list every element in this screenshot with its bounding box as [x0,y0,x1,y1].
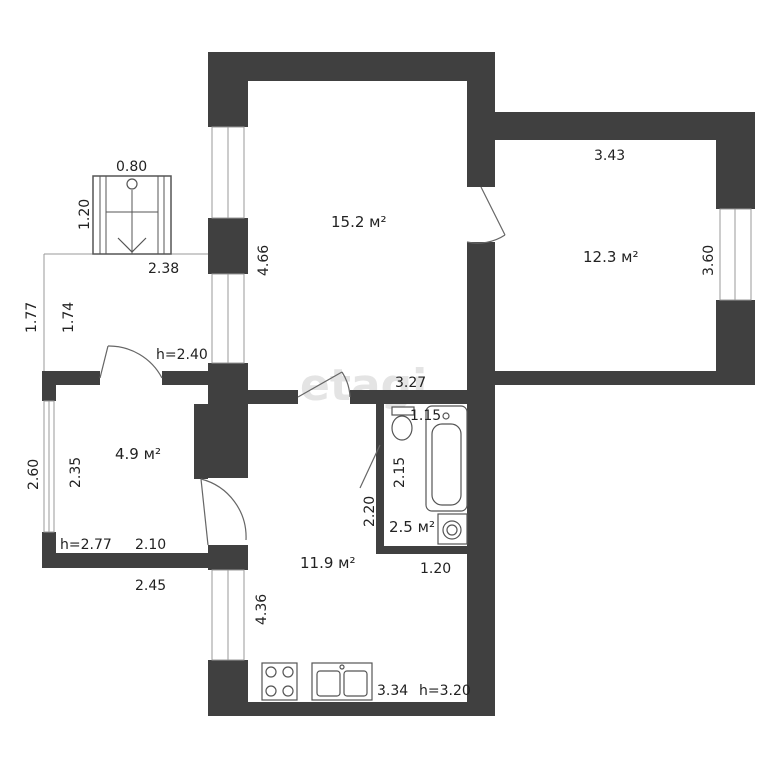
door-big-room [297,371,343,398]
dim-bath-height-inner: 2.15 [392,457,408,488]
dim-balcony-height-outer: 1.77 [24,302,40,333]
wall-big-left-1 [208,52,248,127]
door-right-room [480,186,506,236]
dim-lift-width: 0.80 [116,159,147,175]
toilet-tank [391,406,415,416]
dim-small-ceiling: h=2.77 [60,537,112,553]
walls [42,52,755,716]
wall-kitchen-bottom [208,702,495,716]
dim-bath-width-top: 1.15 [410,408,441,424]
area-right-room: 12.3 м² [583,248,639,266]
wall-bath-left [376,404,384,554]
wall-right-bottom [467,371,755,385]
kitchen-fixtures [261,662,373,701]
toilet-icon [391,415,413,441]
area-small-room: 4.9 м² [115,445,161,463]
wall-right-top [467,112,755,140]
dimension-labels: 3.27 4.66 3.43 3.60 2.60 2.35 2.10 2.45 … [24,148,717,699]
area-big-room: 15.2 м² [331,213,387,231]
wall-small-right [194,404,208,479]
wall-small-top-2 [162,371,248,385]
dim-right-height: 3.60 [701,245,717,276]
windows [43,126,752,661]
bath-tap [442,412,450,420]
wall-big-left-2 [208,218,248,274]
dim-bath-width-bottom: 1.20 [420,561,451,577]
dim-small-width-inner: 2.10 [135,537,166,553]
wall-small-bottom [42,553,248,568]
wall-right-right-1 [716,112,755,209]
wall-kitchen-left-1 [208,545,248,570]
wall-kitchen-right [467,390,495,716]
area-kitchen: 11.9 м² [300,554,356,572]
wall-right-right-2 [716,300,755,385]
dim-bath-height-left: 2.20 [362,496,378,527]
dim-small-height-inner: 2.35 [68,457,84,488]
wall-big-top [208,52,495,81]
bathtub-inner [431,423,462,506]
doors [99,186,506,546]
dim-big-height: 4.66 [256,245,272,276]
wall-mid-2 [350,390,495,404]
door-small-room [200,478,209,546]
dim-balcony-ceiling: h=2.40 [156,347,208,363]
wall-bath-bottom [376,546,471,554]
wall-small-top-1 [42,371,100,385]
wall-small-left-1 [42,371,56,401]
wall-mid-1 [208,390,298,404]
dim-lift-height: 1.20 [77,199,93,230]
dim-balcony-height-inner: 1.74 [61,302,77,333]
dim-kitchen-width: 3.34 [377,683,408,699]
dim-small-width-outer: 2.45 [135,578,166,594]
dim-right-width: 3.43 [594,148,625,164]
door-balcony [99,345,109,379]
dim-kitchen-ceiling: h=3.20 [419,683,471,699]
dim-balcony-width: 2.38 [148,261,179,277]
area-labels: 15.2 м² 12.3 м² 4.9 м² 11.9 м² 2.5 м² [115,213,639,572]
bathroom-fixtures [391,405,468,545]
dim-small-height-outer: 2.60 [26,459,42,490]
area-bathroom: 2.5 м² [389,518,435,536]
door-bathroom [359,444,381,489]
lift [92,175,172,255]
dim-kitchen-height: 4.36 [254,594,270,625]
dim-big-width: 3.27 [395,375,426,391]
